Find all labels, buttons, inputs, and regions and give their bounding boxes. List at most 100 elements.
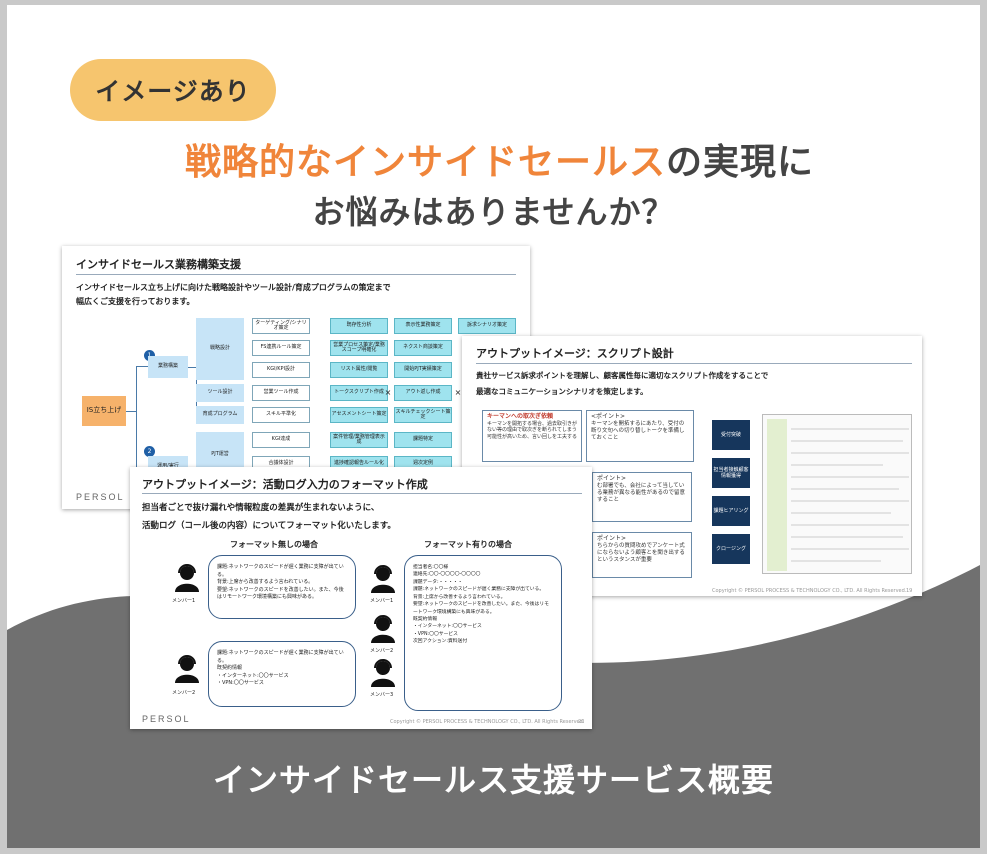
- flow-box: 既存性分析: [330, 318, 388, 334]
- root-box: IS立ち上げ: [82, 396, 126, 426]
- headline-line-2: お悩みはありませんか？: [312, 193, 675, 231]
- headline-accent: 戦略的なインサイドセールス: [184, 142, 666, 183]
- log-bubble-unformatted-1: 課題:ネットワークのスピードが遅く業務に支障が出ている。 背景:上席から改善する…: [208, 555, 356, 619]
- flow-box: リスト属性/閲覧: [330, 362, 388, 378]
- step-marker: 1: [144, 350, 155, 361]
- headline-rest: の実現に: [666, 142, 815, 183]
- flow-box: トークスクリプト作成: [330, 385, 388, 401]
- callout-text: む部署でも、会社によって当している業務が異なる能性があるので留意すること: [597, 482, 686, 504]
- callout-text: キーマンを開拓するにあたり、受付の断り文句への切り替しトークを準備しておくこと: [591, 420, 685, 442]
- flow-box: ターゲティング/シナリオ策定: [252, 318, 310, 334]
- callout-heading: キーマンへの取次ぎ依頼: [487, 413, 554, 420]
- flow-box: 営業プロセス策定/業務スコープ明確化: [330, 340, 388, 356]
- flow-box: スキルチェックシート策定: [394, 407, 452, 423]
- log-line: 既契約情報: [217, 665, 243, 671]
- title-rule: [76, 274, 516, 275]
- promo-card: イメージあり 戦略的なインサイドセールスの実現に お悩みはありませんか？ インサ…: [7, 5, 980, 848]
- operator-headset-icon: [371, 615, 395, 643]
- log-line: 要望:ネットワークのスピードを改善したい。また、今後はリモートワーク環境構築にも…: [413, 602, 549, 615]
- log-line: ・インターネット:〇〇サービス: [217, 672, 289, 679]
- log-bubble-unformatted-2: 課題:ネットワークのスピードが遅く業務に支障が出ている。 既契約情報 ・インター…: [208, 641, 356, 707]
- image-available-badge: イメージあり: [70, 59, 276, 121]
- slide-body-2: 幅広くご支援を行っております。: [76, 297, 195, 306]
- copyright: Copyright © PERSOL PROCESS & TECHNOLOGY …: [712, 588, 907, 594]
- branch-box: 業務構築: [148, 356, 188, 378]
- slide-script-design: アウトプットイメージ：スクリプト設計 貴社サービス訴求ポイントを理解し、顧客属性…: [462, 336, 922, 596]
- callout-point-2: ポイント> む部署でも、会社によって当している業務が異なる能性があるので留意する…: [592, 472, 692, 522]
- slide-body-1: 貴社サービス訴求ポイントを理解し、顧客属性毎に適切なスクリプト作成をすることで: [476, 371, 769, 380]
- member-label: メンバー1: [370, 598, 394, 604]
- log-line: 連絡先:〇〇-〇〇〇〇-〇〇〇〇: [413, 572, 481, 578]
- log-line: 既契約情報: [413, 616, 437, 622]
- log-line: 背景:上席から改善するよう言われている。: [413, 594, 506, 600]
- log-line: 課題:ネットワークのスピードが遅く業務に支障が出ている。: [413, 587, 545, 593]
- callout-heading: ポイント>: [597, 535, 627, 542]
- script-step: 受付突破: [712, 420, 750, 450]
- flow-box: 訴求シナリオ策定: [458, 318, 516, 334]
- slide-body-1: インサイドセールス立ち上げに向けた戦略設計やツール設計/育成プログラムの策定まで: [76, 283, 391, 292]
- flow-box: ネクスト商談策定: [394, 340, 452, 356]
- slide-title: アウトプットイメージ：スクリプト設計: [476, 347, 674, 360]
- flow-box: KGI達成: [252, 432, 310, 448]
- log-line: ・VPN:〇〇サービス: [217, 680, 264, 686]
- page-number: 19: [906, 588, 913, 594]
- page-number: 20: [578, 719, 585, 725]
- log-line: 課題:ネットワークのスピードが遅く業務に支障が出ている。: [217, 564, 344, 578]
- callout-text: キーマンを開拓する場合、過去取引きがない等の理由で取次ぎを断られてしまう可能性が…: [487, 420, 578, 440]
- group-box: 育成プログラム: [196, 406, 244, 424]
- member-label: メンバー1: [172, 598, 196, 604]
- flow-box: 表示性業務策定: [394, 318, 452, 334]
- script-sheet-mock: [762, 414, 912, 574]
- log-line: 課題:ネットワークのスピードが遅く業務に支障が出ている。: [217, 650, 344, 664]
- operator-headset-icon: [175, 564, 199, 592]
- flow-box: スキル平準化: [252, 407, 310, 423]
- log-line: 背景:上席から改善するよう言われている。: [217, 579, 314, 585]
- flow-box: 案件管理/業務管理表示成: [330, 432, 388, 448]
- operator-headset-icon: [175, 655, 199, 683]
- operator-headset-icon: [371, 659, 395, 687]
- cross-mark: ×: [454, 387, 462, 397]
- connector: [188, 367, 196, 368]
- group-box: 戦略設計: [196, 318, 244, 380]
- callout-key-person: キーマンへの取次ぎ依頼 キーマンを開拓する場合、過去取引きがない等の理由で取次ぎ…: [482, 410, 582, 462]
- script-step: 担当者接触顧客情報獲得: [712, 458, 750, 488]
- slide-title: アウトプットイメージ：活動ログ入力のフォーマット作成: [142, 478, 428, 491]
- flow-box: KGI/KPI設計: [252, 362, 310, 378]
- title-rule: [142, 493, 582, 494]
- flow-box: 課題特定: [394, 432, 452, 448]
- operator-headset-icon: [371, 565, 395, 593]
- member-label: メンバー2: [370, 648, 394, 654]
- connector: [136, 366, 137, 476]
- log-bubble-formatted: 担当者名:〇〇様 連絡先:〇〇-〇〇〇〇-〇〇〇〇 課題データ:・・・・・ 課題…: [404, 555, 562, 711]
- group-box: ツール設計: [196, 384, 244, 402]
- slide-title: インサイドセールス業務構築支援: [76, 258, 241, 271]
- log-line: 要望:ネットワークのスピードを改善したい。また、今後はリモートワーク環境構築にも…: [217, 586, 344, 601]
- step-marker: 2: [144, 446, 155, 457]
- callout-heading: <ポイント>: [591, 413, 626, 420]
- member-label: メンバー3: [370, 692, 394, 698]
- log-line: 課題データ:・・・・・: [413, 579, 463, 585]
- log-line: ・インターネット:〇〇サービス: [413, 624, 482, 630]
- member-label: メンバー2: [172, 690, 196, 696]
- slide-body-1: 担当者ごとで抜け漏れや情報粒度の差異が生まれないように、: [142, 503, 380, 513]
- copyright: Copyright © PERSOL PROCESS & TECHNOLOGY …: [390, 719, 585, 725]
- flow-box: アセスメントシート策定: [330, 407, 388, 423]
- flow-box: FS連携ルール策定: [252, 340, 310, 356]
- slide-body-2: 最適なコミュニケーションシナリオを策定します。: [476, 387, 648, 396]
- flow-box: 開始PJT実績策定: [394, 362, 452, 378]
- service-overview-title: インサイドセールス支援サービス概要: [212, 761, 774, 799]
- title-rule: [476, 363, 912, 364]
- persol-logo: PERSOL: [142, 714, 191, 724]
- headline-line-1: 戦略的なインサイドセールスの実現に: [13, 133, 980, 185]
- slide-business-construction: インサイドセールス業務構築支援 インサイドセールス立ち上げに向けた戦略設計やツー…: [62, 246, 530, 509]
- slide-body-2: 活動ログ（コール後の内容）についてフォーマット化いたします。: [142, 521, 396, 531]
- column-heading-without-format: フォーマット無しの場合: [230, 540, 318, 549]
- cross-mark: ×: [384, 387, 392, 397]
- persol-logo: PERSOL: [76, 492, 125, 502]
- flow-box: 営業ツール作成: [252, 385, 310, 401]
- callout-point-3: ポイント> ちらからの質問攻めでアンケート式にならないよう顧客とを聞き出するとい…: [592, 532, 692, 578]
- flow-box: アウト返し作成: [394, 385, 452, 401]
- script-sheet-lines: [767, 419, 909, 571]
- connector: [126, 411, 136, 412]
- script-step: クロージング: [712, 534, 750, 564]
